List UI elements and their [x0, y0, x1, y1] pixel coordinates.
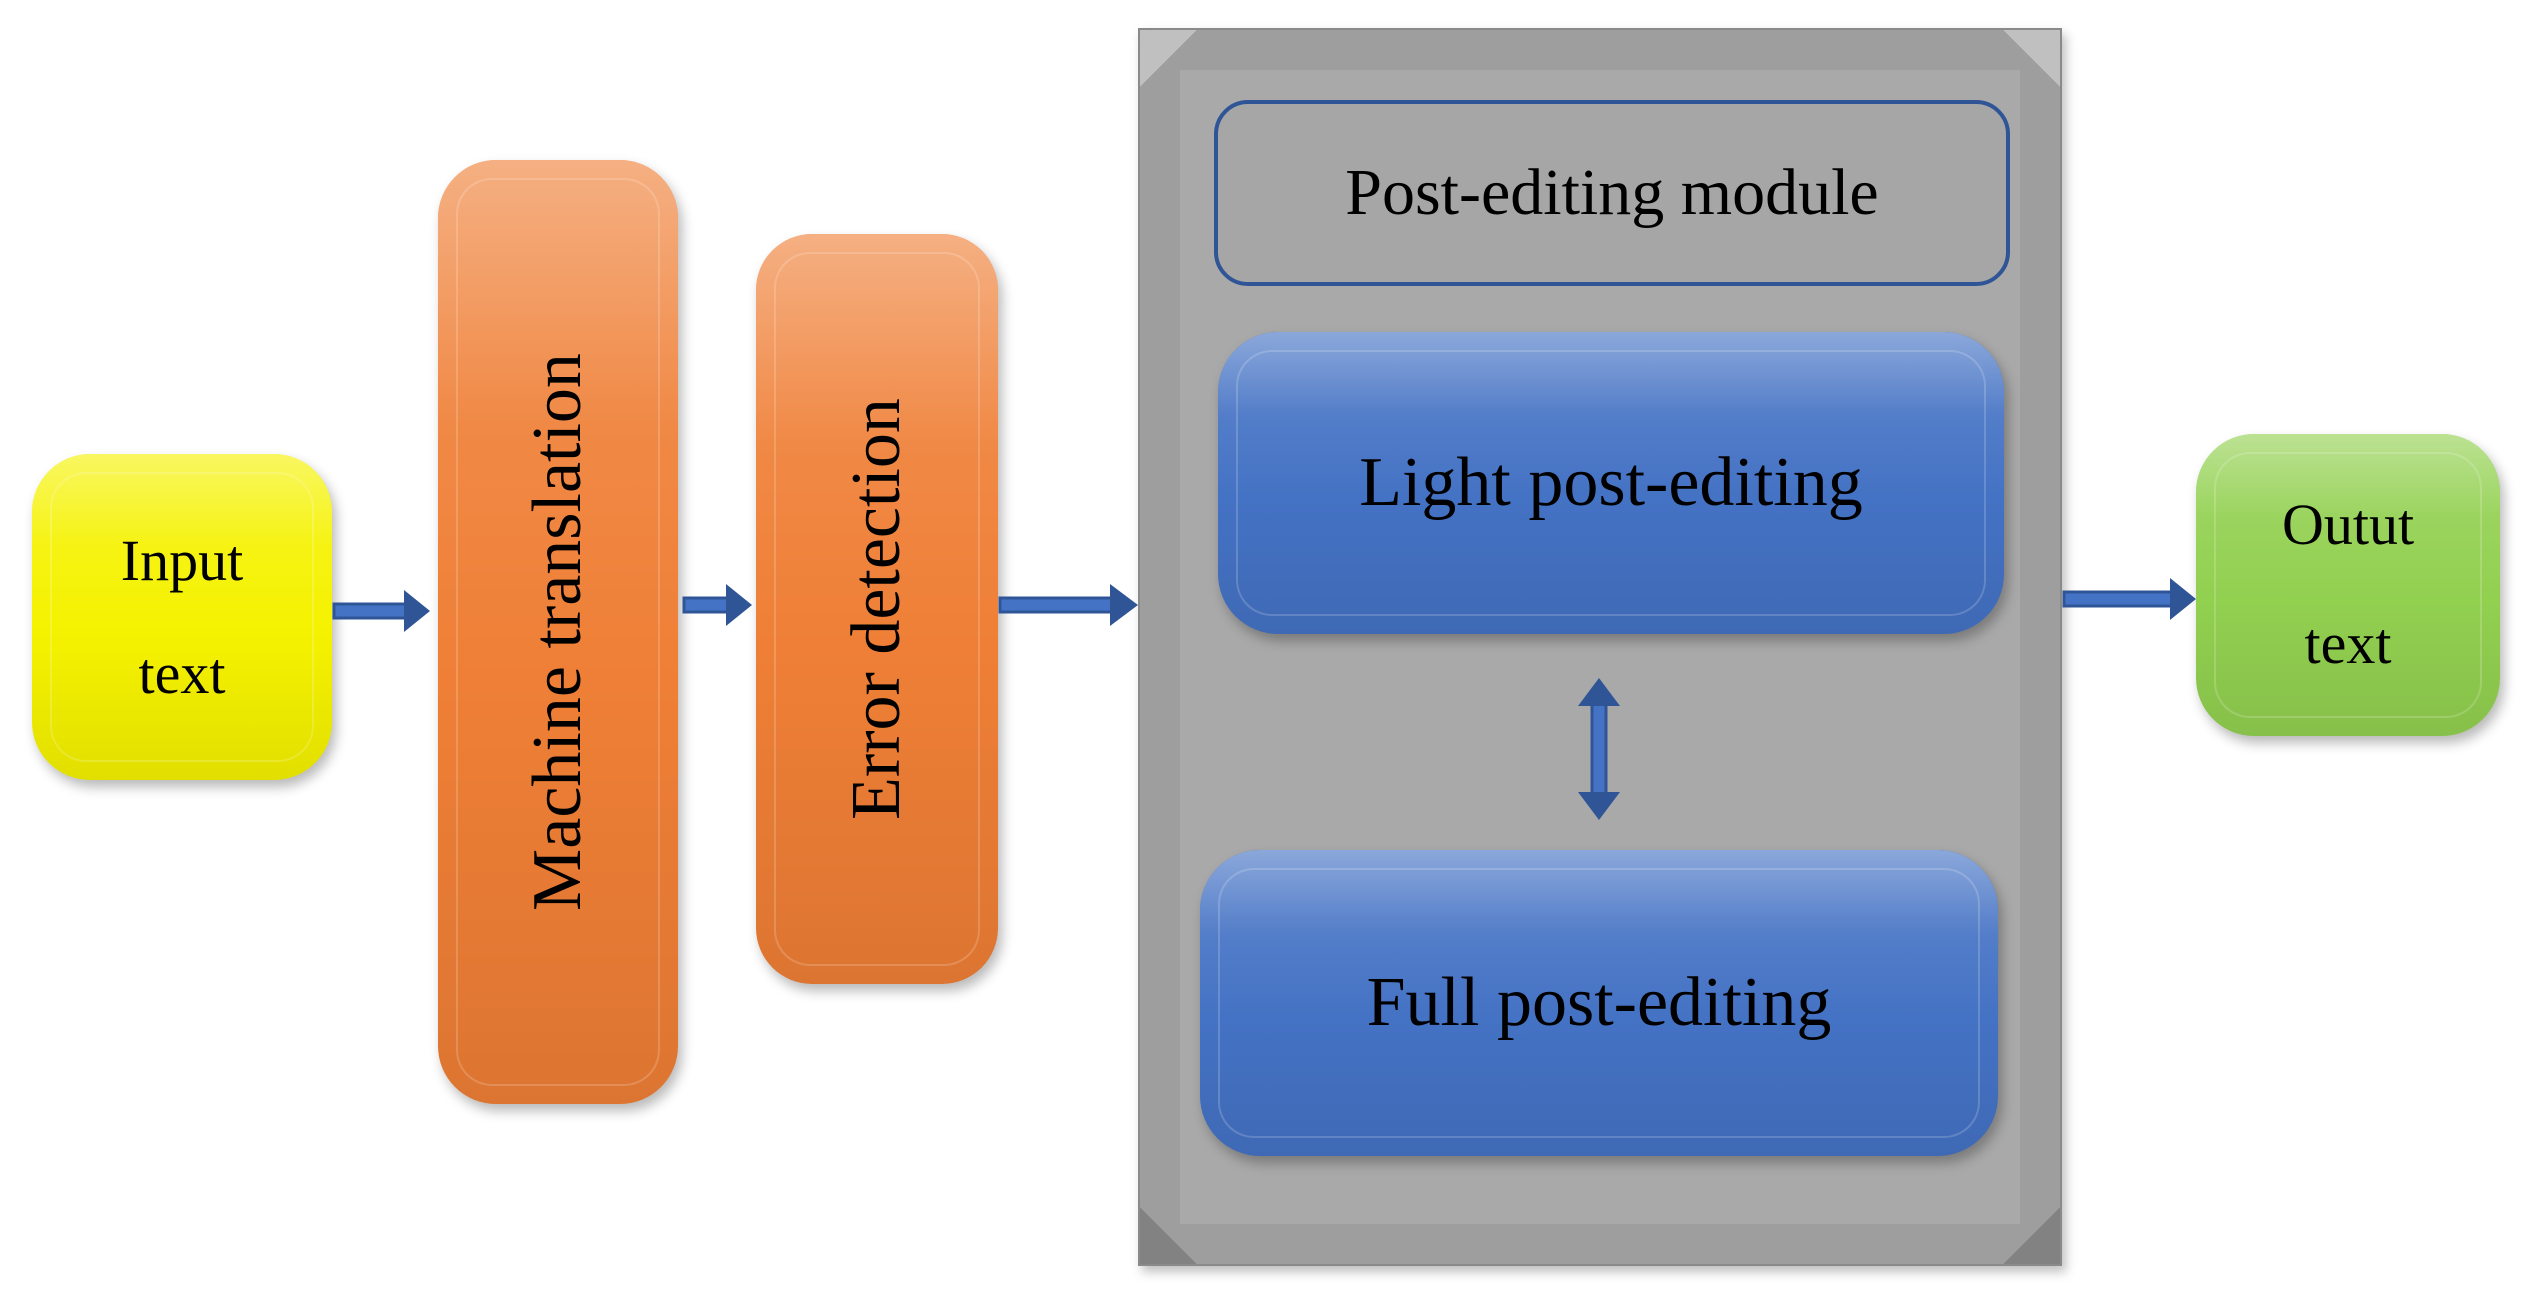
arrow-module-to-output [2062, 578, 2196, 620]
input-text-label: Input text [32, 454, 332, 780]
output-text-line2: text [2304, 611, 2392, 676]
machine-translation-label: Machine translation [519, 353, 596, 911]
output-text-label: Outut text [2196, 434, 2500, 736]
full-post-editing-label: Full post-editing [1366, 964, 1832, 1041]
light-post-editing-node: Light post-editing [1218, 332, 2004, 634]
input-text-line2: text [138, 641, 226, 706]
output-text-line1: Outut [2281, 492, 2415, 558]
output-text-node: Outut text [2196, 434, 2500, 736]
post-editing-module-title: Post-editing module [1214, 100, 2010, 286]
error-detection-label: Error detection [838, 398, 915, 820]
machine-translation-node: Machine translation [438, 160, 678, 1104]
input-text-line1: Input [120, 527, 244, 593]
arrow-input-to-mt [332, 590, 430, 632]
arrow-error-detection-to-module [998, 584, 1138, 626]
full-post-editing-node: Full post-editing [1200, 850, 1998, 1156]
arrow-mt-to-error-detection [682, 584, 752, 626]
error-detection-node: Error detection [756, 234, 998, 984]
input-text-node: Input text [32, 454, 332, 780]
light-post-editing-label: Light post-editing [1359, 444, 1863, 521]
